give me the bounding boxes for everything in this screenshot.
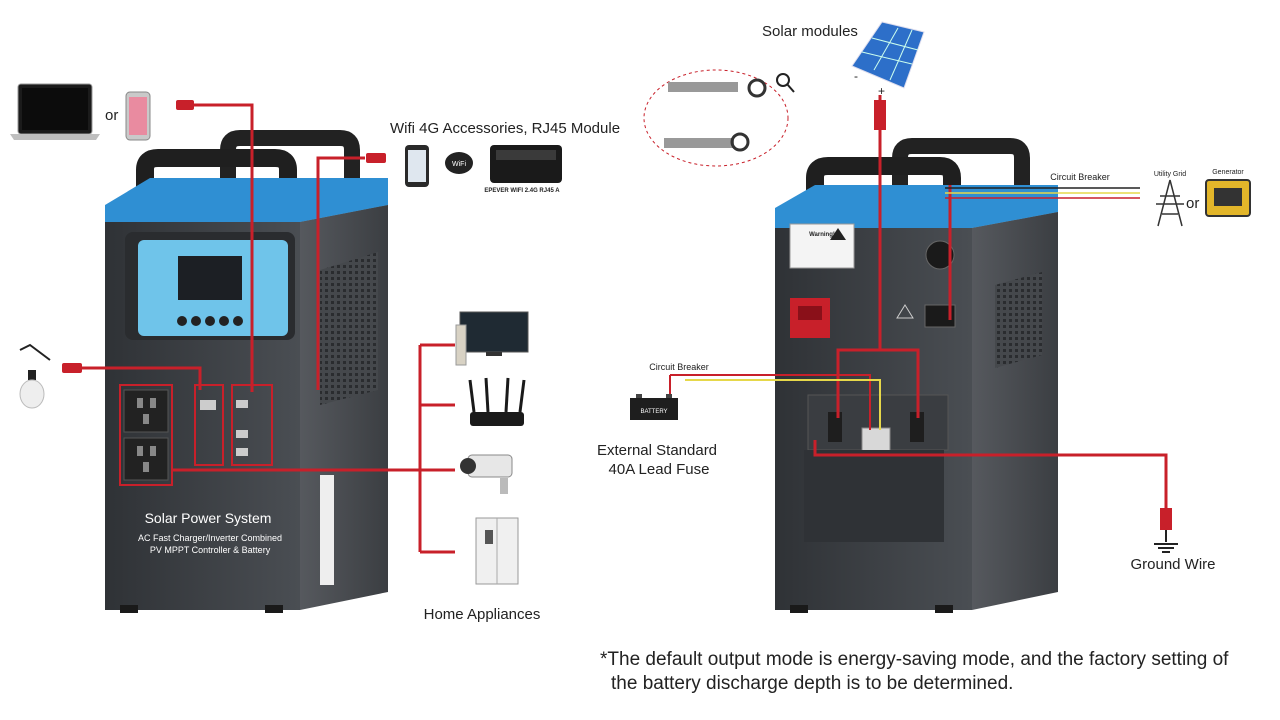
wifi-badge: WiFi <box>452 161 466 168</box>
unit-subtitle-1: AC Fast Charger/Inverter Combined <box>138 533 282 543</box>
wifi-device-label: EPEVER WIFI 2.4G RJ45 A <box>484 188 560 194</box>
phone-icon <box>125 91 151 141</box>
wifi-icon <box>405 145 562 187</box>
footnote-line2: the battery discharge depth is to be det… <box>611 673 1014 694</box>
connector-callout <box>643 69 795 167</box>
footnote-line1: *The default output mode is energy-savin… <box>600 649 1229 670</box>
right-unit <box>775 138 1058 613</box>
footnote: *The default output mode is energy-savin… <box>600 648 1270 696</box>
unit-title: Solar Power System <box>145 510 272 526</box>
or-label-devices: or <box>105 107 118 124</box>
fuse-label-line1: External Standard <box>597 442 717 459</box>
right-cables <box>669 95 1168 510</box>
home-appliances-label: Home Appliances <box>424 606 541 623</box>
ground-icon <box>1154 530 1178 553</box>
solar-panel-icon <box>851 21 925 89</box>
tv-icon <box>455 311 529 366</box>
circuit-breaker-left-label: Circuit Breaker <box>649 362 709 372</box>
warning-title: Warning! <box>809 232 835 238</box>
camera-icon <box>460 454 513 494</box>
solar-modules-label: Solar modules <box>762 23 858 40</box>
battery-icon <box>630 394 678 420</box>
fridge-icon <box>475 517 519 585</box>
laptop-icon <box>10 83 100 140</box>
utility-grid-label: Utility Grid <box>1154 171 1186 178</box>
unit-subtitle-2: PV MPPT Controller & Battery <box>150 545 271 555</box>
solar-plus: + <box>878 84 885 98</box>
bulb-icon <box>19 343 51 409</box>
fuse-label-line2: 40A Lead Fuse <box>609 461 710 478</box>
ground-wire-label: Ground Wire <box>1130 556 1215 573</box>
battery-label: BATTERY <box>640 409 667 415</box>
wifi-module-label: Wifi 4G Accessories, RJ45 Module <box>390 120 620 137</box>
generator-icon <box>1205 179 1251 217</box>
circuit-breaker-top-label: Circuit Breaker <box>1050 172 1110 182</box>
router-icon <box>468 377 526 426</box>
left-cables <box>80 103 455 554</box>
pylon-icon <box>1156 179 1184 227</box>
generator-label: Generator <box>1212 169 1244 176</box>
or-label-grid: or <box>1186 195 1199 212</box>
solar-minus: - <box>854 69 858 83</box>
